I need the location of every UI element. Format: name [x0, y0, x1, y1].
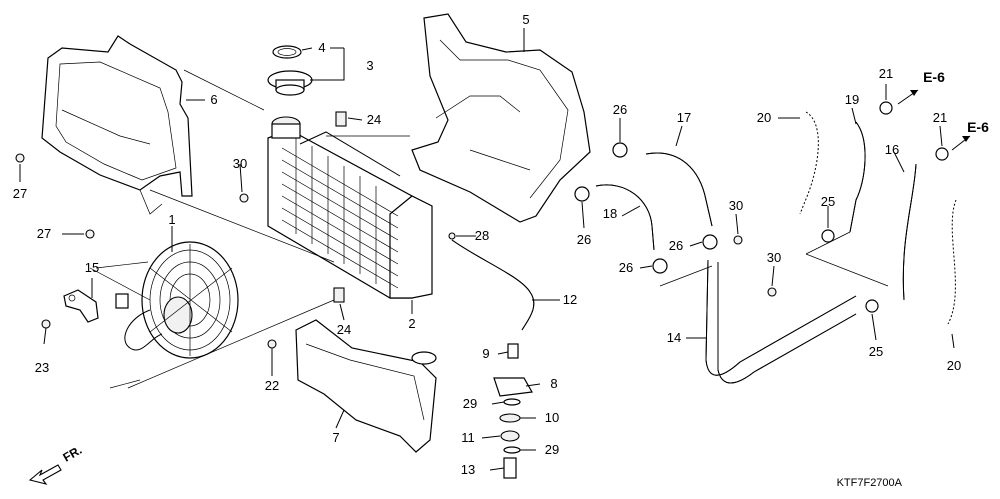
callout-leaders	[19, 28, 955, 471]
callout-9: 9	[482, 346, 489, 361]
callout-14: 14	[667, 330, 681, 345]
callout-11: 11	[461, 430, 475, 445]
overflow-hose	[451, 239, 535, 331]
radiator-cap	[267, 45, 313, 96]
front-direction-arrow: FR.	[28, 443, 85, 485]
reference-e6-right: E-6	[967, 119, 989, 135]
radiator-shroud	[41, 35, 193, 215]
callout-17: 17	[677, 110, 691, 125]
reference-arrows	[897, 89, 971, 151]
bracket-upper	[335, 111, 347, 127]
callout-13: 13	[461, 462, 475, 477]
callout-7: 7	[332, 430, 339, 445]
lower-cover	[411, 13, 591, 223]
callout-8: 8	[550, 376, 557, 391]
callout-10: 10	[545, 410, 559, 425]
tank-fitting-stack	[493, 343, 533, 479]
bracket-lower	[333, 287, 345, 303]
callout-5: 5	[522, 12, 529, 27]
reference-e6-upper: E-6	[923, 69, 945, 85]
water-pipes	[705, 259, 857, 384]
callout-16: 16	[885, 142, 899, 157]
callout-24-lower: 24	[337, 322, 351, 337]
callout-26-right: 26	[669, 238, 683, 253]
callout-2: 2	[408, 316, 415, 331]
radiator	[267, 116, 433, 299]
fan-motor-assembly	[115, 241, 239, 359]
corrugated-hoses	[799, 111, 957, 325]
callout-27-lower: 27	[37, 226, 51, 241]
callout-28: 28	[475, 228, 489, 243]
callout-26-middle: 26	[577, 232, 591, 247]
callout-3: 3	[366, 58, 373, 73]
callout-26-top: 26	[613, 102, 627, 117]
callout-12: 12	[563, 292, 577, 307]
callout-18: 18	[603, 206, 617, 221]
assembly-lines	[89, 69, 889, 389]
callout-22: 22	[265, 378, 279, 393]
right-hoses	[849, 121, 917, 301]
callout-4: 4	[318, 40, 325, 55]
drawing-code: KTF7F2700A	[837, 477, 903, 489]
callout-30-right: 30	[767, 250, 781, 265]
bolts	[15, 153, 777, 349]
callout-1: 1	[168, 212, 175, 227]
callout-25-upper: 25	[821, 194, 835, 209]
callout-21-right: 21	[933, 110, 947, 125]
callout-29-lower: 29	[545, 442, 559, 457]
callout-27-upper: 27	[13, 186, 27, 201]
callout-30-left: 30	[233, 156, 247, 171]
callout-19: 19	[845, 92, 859, 107]
callout-26-lower: 26	[619, 260, 633, 275]
callout-30-center: 30	[729, 198, 743, 213]
callout-29-upper: 29	[463, 396, 477, 411]
callout-21-left: 21	[879, 66, 893, 81]
fan-bracket	[63, 289, 99, 323]
callout-15: 15	[85, 260, 99, 275]
direction-label: FR.	[61, 443, 85, 465]
callout-23: 23	[35, 360, 49, 375]
reserve-tank	[295, 319, 437, 453]
radiator-hoses	[595, 152, 713, 251]
callout-20-lower: 20	[947, 358, 961, 373]
hose-clamps	[574, 101, 949, 313]
callout-24-upper: 24	[367, 112, 381, 127]
callout-25-lower: 25	[869, 344, 883, 359]
callout-20-upper: 20	[757, 110, 771, 125]
callout-6: 6	[210, 92, 217, 107]
